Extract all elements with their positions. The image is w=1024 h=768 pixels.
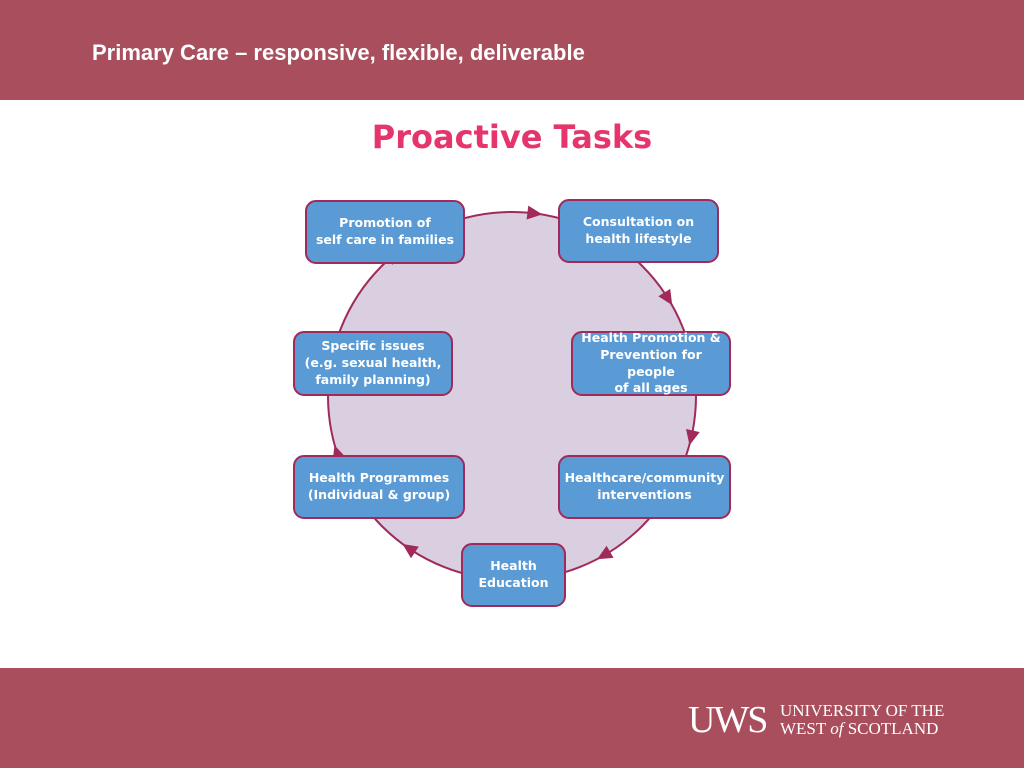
flow-arrow-3	[686, 429, 700, 446]
node-health-education: Health Education	[461, 543, 566, 607]
flow-arrow-4	[597, 545, 614, 560]
node-health-promotion: Health Promotion & Prevention for people…	[571, 330, 731, 396]
uws-logo-mark: UWS	[688, 699, 768, 741]
footer-band	[0, 668, 1024, 768]
diagram-heading: Proactive Tasks	[371, 118, 653, 156]
node-consultation: Consultation on health lifestyle	[558, 199, 719, 263]
slide-title: Primary Care – responsive, flexible, del…	[92, 40, 585, 65]
node-health-programmes: Health Programmes (Individual & group)	[293, 455, 465, 519]
node-healthcare-community: Healthcare/community interventions	[558, 455, 731, 519]
flow-arrow-2	[658, 288, 673, 306]
uws-logo-line1: UNIVERSITY OF THE	[780, 701, 945, 720]
header-band	[0, 0, 1024, 100]
node-promotion-self-care: Promotion of self care in families	[305, 200, 465, 264]
flow-arrow-5	[402, 544, 419, 559]
node-specific-issues: Specific issues (e.g. sexual health, fam…	[293, 331, 453, 396]
flow-arrow-1	[526, 205, 543, 220]
uws-logo-line2: WEST of SCOTLAND	[780, 719, 939, 738]
